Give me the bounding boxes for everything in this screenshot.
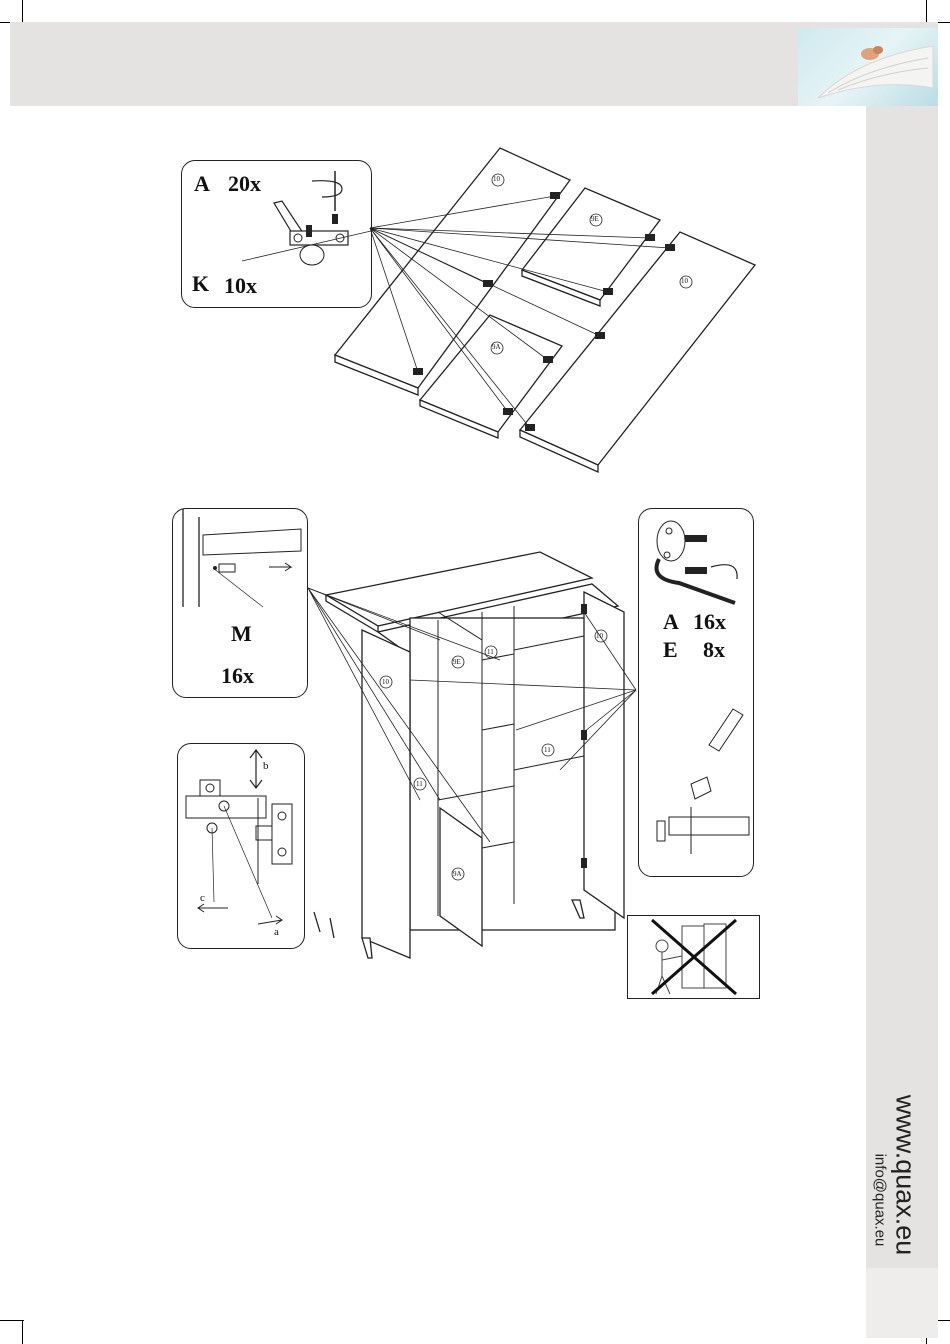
warning-box [627,915,760,999]
email-text[interactable]: info@quax.eu [872,1154,889,1247]
panel-number: 11 [544,746,551,754]
screw-count-k: 10x [224,273,257,299]
hinge-label-a: A [663,609,679,635]
crop-mark [22,1320,23,1344]
panel-number: 10 [493,175,500,183]
screw-label-k: K [192,271,209,297]
crop-mark [926,0,927,24]
screw-count-e: 8x [703,637,725,663]
hinge-label-a: A [194,171,210,197]
step2-mount-callout: A 16x E 8x [638,508,754,877]
hinge-count-a: 20x [228,171,261,197]
pin-count-m: 16x [221,663,254,689]
step2-hinge-adjust-callout: b c a [177,743,305,949]
pin-label-m: M [231,621,252,647]
hinge-adjust-icon [178,744,304,948]
panel-number: 11 [487,648,494,656]
panel-number: 9E [453,658,461,666]
panel-number: 9E [591,215,599,223]
adjust-letter-b: b [263,760,269,772]
website-text[interactable]: www.quax.eu [890,1095,921,1256]
panel-number: 11 [416,780,423,788]
hinge-icon [182,161,371,307]
step1-hinge-callout: A 20x K 10x [181,160,372,308]
crop-mark [22,0,23,24]
panel-number: 10 [681,277,688,285]
adjust-letter-a: a [274,926,279,938]
screw-label-e: E [663,637,678,663]
adjust-letter-c: c [200,892,205,904]
panel-number: 10 [382,678,389,686]
brand-logo [798,28,938,106]
crop-mark [0,1320,24,1321]
panel-number: 9A [453,870,462,878]
side-band-corner [866,1268,938,1338]
prohibited-icon [628,916,759,998]
step2-pin-callout: M 16x [172,508,308,698]
panel-number: 10 [596,632,603,640]
panel-number: 9A [492,343,501,351]
hinge-count-a: 16x [693,609,726,635]
